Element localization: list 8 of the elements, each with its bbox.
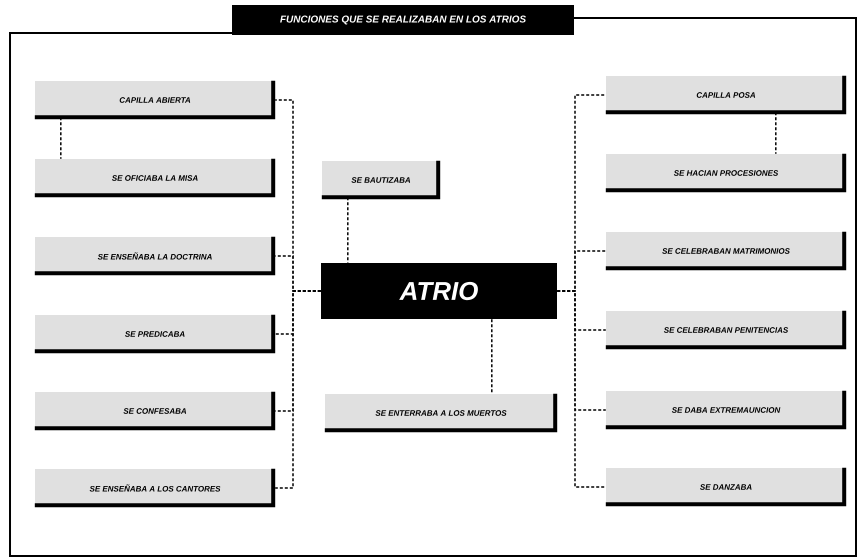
- connector: [557, 290, 606, 488]
- connector: [775, 112, 777, 154]
- connector: [347, 197, 349, 263]
- connector: [491, 319, 493, 394]
- central-box: ATRIO: [321, 263, 557, 319]
- title-banner: FUNCIONES QUE SE REALIZABAN EN LOS ATRIOS: [232, 5, 574, 35]
- connector: [60, 117, 62, 159]
- connector: [275, 290, 321, 489]
